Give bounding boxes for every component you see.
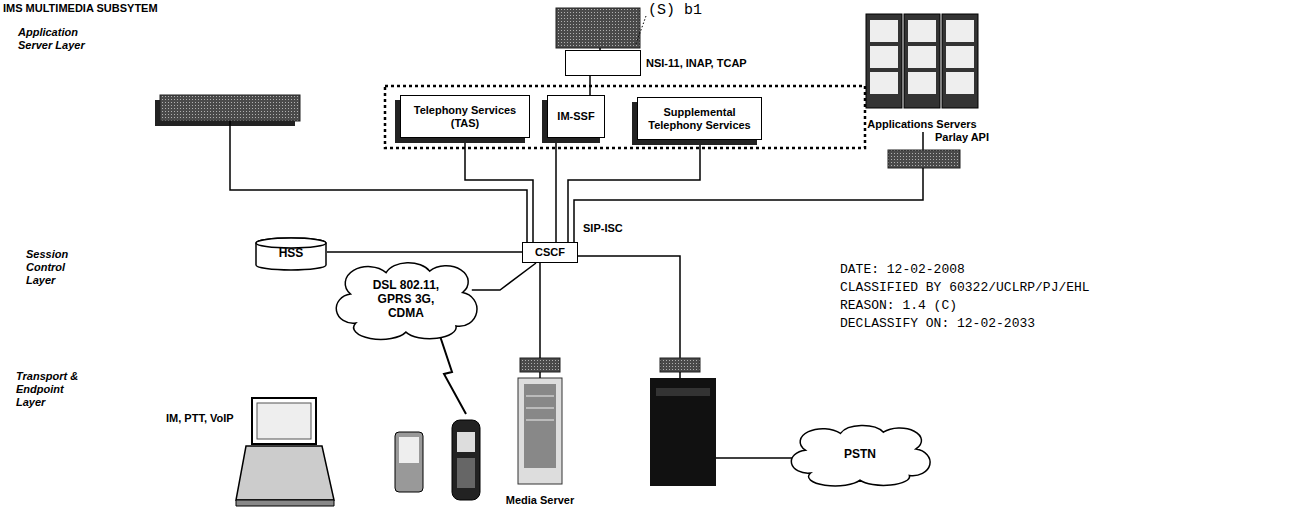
database-cylinder: HSS: [255, 238, 327, 270]
wire: [230, 121, 527, 242]
leader-line: [636, 16, 646, 44]
interface-label: SIP-ISC: [583, 222, 623, 235]
network-cloud: DSL 802.11, GPRS 3G, CDMA: [340, 262, 472, 338]
media-server: Media Server: [500, 358, 580, 506]
redacted-box: [556, 8, 640, 48]
layer-label: Application Server Layer: [18, 26, 90, 52]
node-text: HSS: [279, 247, 304, 261]
phone-icon: [452, 420, 480, 500]
node-text: Media Server: [500, 494, 580, 506]
node-text: PSTN: [844, 448, 876, 462]
wire: [922, 132, 924, 150]
wire: [539, 372, 541, 378]
pda-icon: [395, 432, 423, 492]
control-box: CSCF: [522, 242, 578, 263]
network-cloud: PSTN: [795, 425, 925, 485]
connector: [589, 76, 591, 95]
server-rack: [866, 14, 978, 108]
classification-line: REASON: 1.4 (C): [840, 298, 957, 314]
group-outline: [385, 86, 865, 148]
wire: [716, 457, 798, 459]
node-text: Applications Servers: [858, 118, 986, 130]
node-text: NSI-11, INAP, TCAP: [646, 57, 747, 69]
wire: [578, 256, 680, 358]
node-text: Telephony Services (TAS): [405, 104, 525, 129]
service-box: IM-SSF: [547, 95, 605, 138]
connector: [472, 263, 536, 290]
layer-label: Session Control Layer: [26, 248, 88, 288]
node-text: DSL 802.11, GPRS 3G, CDMA: [364, 279, 448, 320]
connector: [327, 251, 522, 253]
classification-line: DATE: 12-02-2008: [840, 262, 965, 278]
cloud-shape: [791, 426, 930, 486]
device-label: IM, PTT, VoIP: [166, 412, 234, 425]
node-text: Supplemental Telephony Services: [642, 106, 757, 131]
wire: [574, 168, 923, 242]
interface-box: NSI-11, INAP, TCAP: [565, 50, 641, 76]
cylinder-body: [256, 238, 326, 270]
interface-label: Parlay API: [935, 131, 989, 144]
gateway-icon: [650, 358, 716, 486]
connector: [539, 263, 541, 358]
classification-line: CLASSIFIED BY 60322/UCLRP/PJ/EHL: [840, 280, 1090, 296]
classification-line: DECLASSIFY ON: 12-02-2033: [840, 316, 1035, 332]
node-text: IM-SSF: [557, 110, 594, 123]
cloud-shape: [336, 263, 477, 340]
connector: [465, 138, 533, 242]
connector: [568, 140, 700, 242]
redacted-box: [160, 95, 300, 121]
server-group: Applications Servers: [858, 12, 986, 130]
laptop-icon: [236, 398, 334, 506]
service-box: Supplemental Telephony Services: [637, 97, 762, 140]
media-server-icon: [518, 358, 562, 484]
connector: [555, 138, 557, 242]
wireless-link: [440, 336, 466, 414]
layer-label: Transport & Endpoint Layer: [16, 370, 94, 410]
service-box: Telephony Services (TAS): [400, 95, 530, 138]
node-text: CSCF: [535, 246, 565, 259]
diagram-title: IMS MULTIMEDIA SUBSYTEM: [3, 2, 158, 14]
classification-mark: (S) b1: [648, 2, 702, 20]
redacted-box: [888, 150, 960, 168]
